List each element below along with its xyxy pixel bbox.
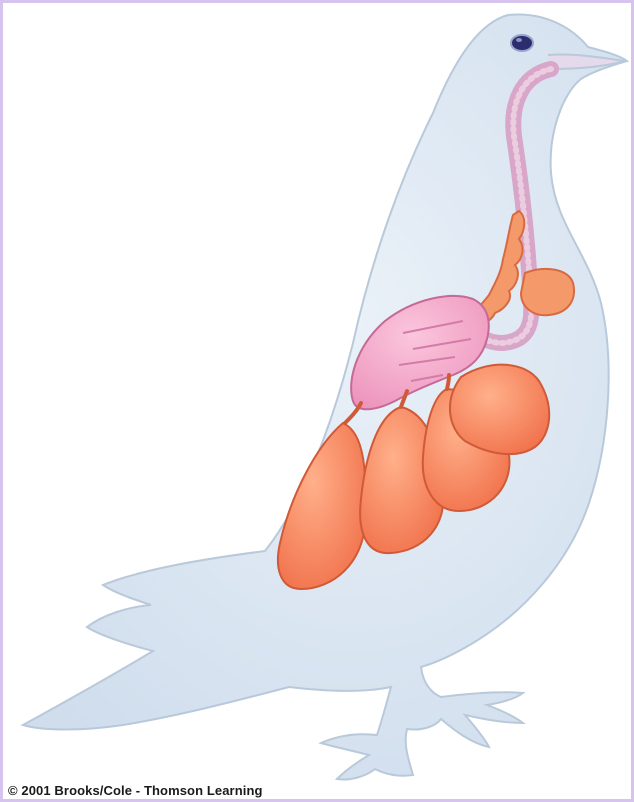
eye bbox=[511, 35, 533, 51]
copyright-credit: © 2001 Brooks/Cole - Thomson Learning bbox=[8, 783, 263, 798]
air-sac-interclavicular bbox=[450, 365, 549, 454]
crop-sac bbox=[521, 269, 574, 315]
bird-respiratory-diagram bbox=[3, 3, 631, 799]
